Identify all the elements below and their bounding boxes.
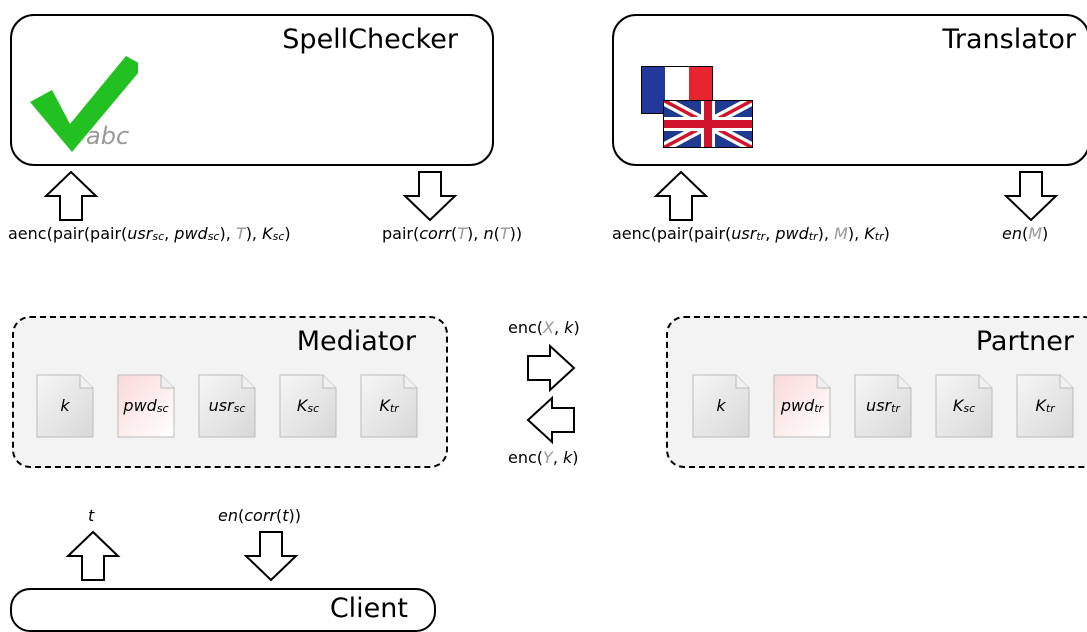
document-icon: Ktr <box>1016 374 1074 438</box>
document-label: k <box>60 396 70 415</box>
document-icon: pwdtr <box>773 374 831 438</box>
mediator-title: Mediator <box>296 326 416 357</box>
translator-box: Translator <box>612 14 1087 166</box>
arrow-up-spellchecker-in <box>43 170 99 221</box>
document-label: k <box>716 396 726 415</box>
spellchecker-output-message: pair(corr(T), n(T)) <box>382 224 523 243</box>
document-label: usrtr <box>866 396 900 415</box>
document-icon: pwdsc <box>117 374 175 438</box>
client-title: Client <box>329 593 408 624</box>
translator-output-message: en(M) <box>1002 224 1049 243</box>
client-output-message: en(corr(t)) <box>218 506 301 525</box>
document-icon: usrsc <box>198 374 256 438</box>
document-icon: usrtr <box>854 374 912 438</box>
document-icon: k <box>36 374 94 438</box>
spellchecker-box: SpellChecker abc <box>10 14 494 166</box>
arrow-right-mediator-to-partner <box>527 343 576 393</box>
document-label: pwdsc <box>123 396 169 415</box>
translator-input-message: aenc(pair(pair(usrtr, pwdtr), M), Ktr) <box>612 224 890 243</box>
document-label: Ktr <box>1035 396 1055 415</box>
document-icon: k <box>692 374 750 438</box>
spellchecker-logo-text: abc <box>86 122 130 150</box>
document-label: Ksc <box>952 396 976 415</box>
document-icon: Ktr <box>360 374 418 438</box>
client-box: Client <box>10 588 436 632</box>
translator-title: Translator <box>942 24 1076 55</box>
arrow-left-partner-to-mediator <box>526 395 575 445</box>
client-input-message: t <box>88 506 95 525</box>
enc-y-message: enc(Y, k) <box>508 448 579 467</box>
document-icon: Ksc <box>279 374 337 438</box>
arrow-up-to-mediator <box>65 530 121 581</box>
spellchecker-input-message: aenc(pair(pair(usrsc, pwdsc), T), Ksc) <box>8 224 291 243</box>
checkmark-icon <box>30 56 138 152</box>
arrow-up-translator-in <box>653 170 709 221</box>
spellchecker-title: SpellChecker <box>282 24 458 55</box>
enc-x-message: enc(X, k) <box>508 318 580 337</box>
uk-flag-icon <box>663 100 753 148</box>
document-label: pwdtr <box>780 396 824 415</box>
document-label: Ktr <box>379 396 399 415</box>
arrow-down-translator-out <box>1003 171 1059 222</box>
document-icon: Ksc <box>935 374 993 438</box>
arrow-down-to-client <box>243 531 299 582</box>
document-label: Ksc <box>296 396 320 415</box>
document-label: usrsc <box>208 396 246 415</box>
arrow-down-spellchecker-out <box>402 171 458 222</box>
partner-title: Partner <box>975 326 1074 357</box>
